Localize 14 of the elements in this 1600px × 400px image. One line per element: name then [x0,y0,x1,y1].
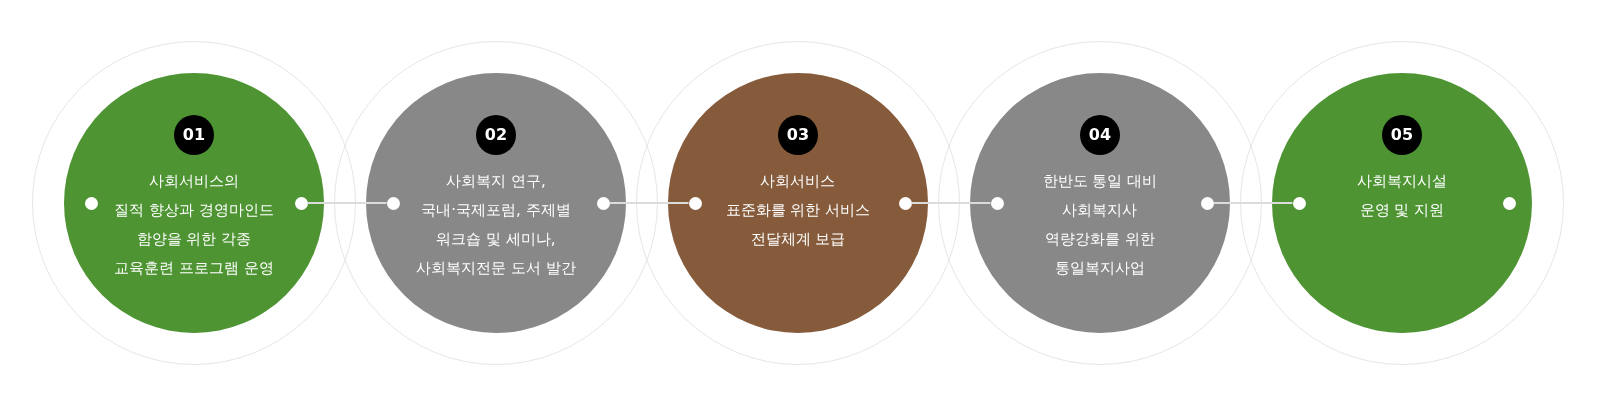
connector-line [1212,202,1294,204]
step-number-badge: 04 [1080,115,1120,155]
step-number-badge: 05 [1382,115,1422,155]
step-number-badge: 02 [476,115,516,155]
step-description: 사회복지시설 운영 및 지원 [1357,171,1447,221]
step-number-badge: 01 [174,115,214,155]
connector-line [306,202,388,204]
step-description: 한반도 통일 대비 사회복지사 역량강화를 위한 통일복지사업 [1042,171,1158,279]
connector-line [910,202,992,204]
step-description: 사회서비스 표준화를 위한 서비스 전달체계 보급 [725,171,871,250]
step-description: 사회서비스의 질적 향상과 경영마인드 함양을 위한 각종 교육훈련 프로그램 운영 [114,171,274,279]
step-number-badge: 03 [778,115,818,155]
connector-line [608,202,690,204]
step-description: 사회복지 연구, 국내·국제포럼, 주제별 워크숍 및 세미나, 사회복지전문 도서 발간 [416,171,576,279]
